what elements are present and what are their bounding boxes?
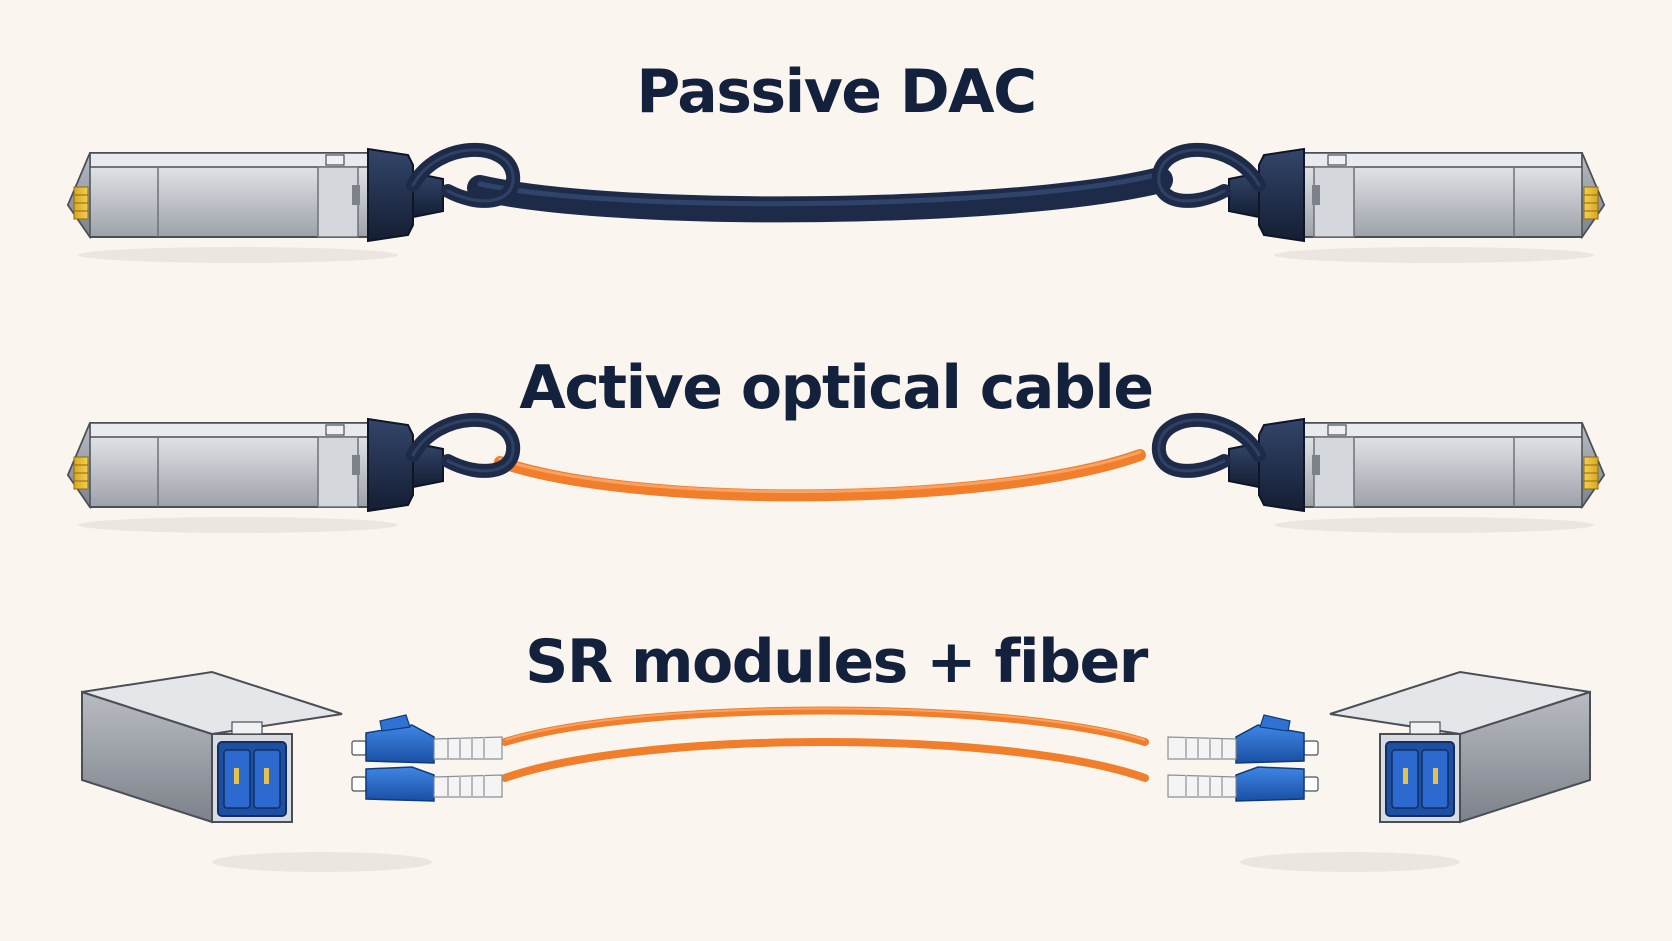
aoc-module-left <box>68 419 513 533</box>
duplex-fiber-patch <box>501 706 1149 782</box>
sfp-module-left <box>68 149 513 263</box>
title-passive-dac: Passive DAC <box>636 57 1037 127</box>
lc-connector-left <box>351 714 503 802</box>
lc-connector-right <box>1167 714 1319 802</box>
title-sr-modules-fiber: SR modules + fiber <box>525 627 1148 697</box>
title-active-optical-cable: Active optical cable <box>519 353 1154 423</box>
active-optical-cable <box>494 449 1146 502</box>
passive-dac-cable <box>467 167 1173 223</box>
aoc-module-right <box>1159 419 1604 533</box>
sfp-module-right <box>1159 149 1604 263</box>
